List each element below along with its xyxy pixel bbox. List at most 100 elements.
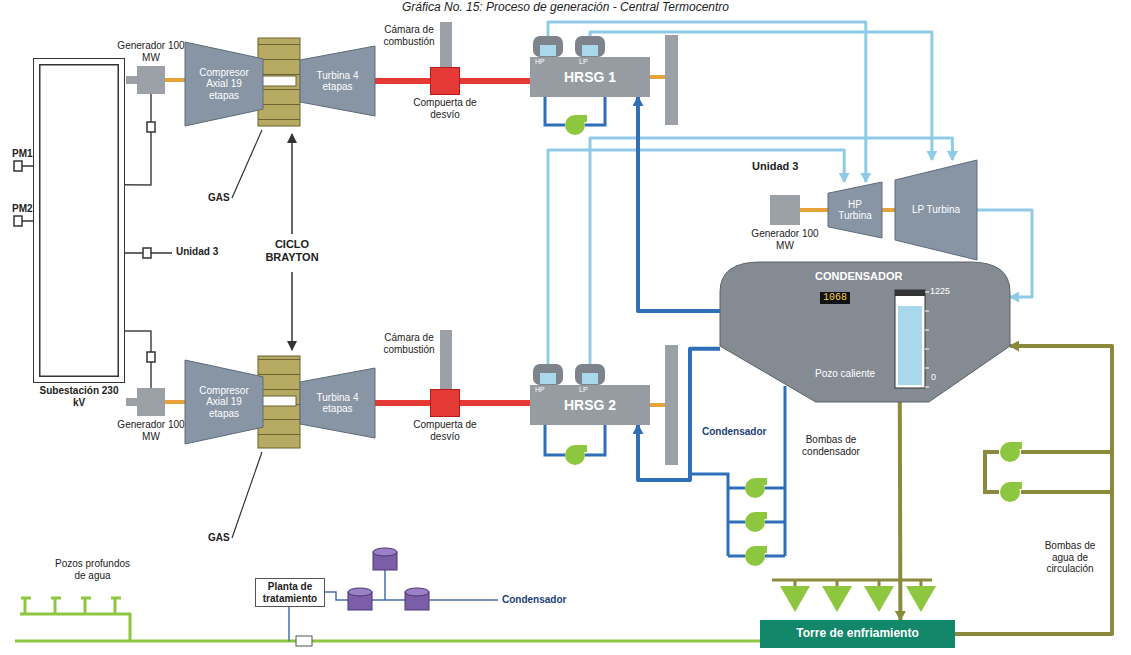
steam-drum bbox=[582, 373, 598, 384]
pressure-tag: LP bbox=[579, 386, 588, 394]
combustor-rings bbox=[262, 76, 296, 86]
shaft bbox=[165, 80, 186, 402]
generator-stub bbox=[126, 76, 137, 84]
hrsg-stack bbox=[650, 75, 665, 79]
hrsg-stack bbox=[665, 345, 678, 465]
node-text: Compresor Axial 19 etapas bbox=[192, 67, 256, 102]
brayton-arrow bbox=[291, 272, 293, 350]
wells-label: Pozos profundos de agua bbox=[50, 558, 135, 581]
condensate-piping bbox=[690, 386, 785, 556]
cooling-water-line bbox=[898, 402, 903, 620]
pump bbox=[755, 512, 767, 519]
gauge-cap bbox=[895, 290, 925, 296]
tower-distribution bbox=[772, 580, 932, 586]
condenser-title: CONDENSADOR bbox=[815, 270, 902, 283]
tower-distribution bbox=[822, 586, 852, 612]
unit-label: Unidad 3 bbox=[752, 160, 798, 173]
tower-distribution bbox=[772, 580, 936, 612]
generator-stub bbox=[126, 76, 137, 406]
substation-feeders bbox=[22, 165, 33, 167]
substation-feeders bbox=[22, 220, 33, 222]
compressor-shape: Compresor Axial 19 etapas bbox=[185, 360, 263, 444]
combustor-label: Cámara de combustión bbox=[380, 24, 438, 47]
pump bbox=[755, 478, 767, 485]
steam-drum bbox=[575, 36, 605, 57]
fuel-label: GAS bbox=[208, 532, 230, 544]
trapezoid bbox=[300, 46, 375, 116]
hrsg-box: HRSG 2 bbox=[530, 385, 650, 425]
level-display: 1068 bbox=[820, 292, 850, 304]
cooling-water-line bbox=[955, 346, 1112, 634]
storage-tank bbox=[405, 588, 429, 596]
brayton-arrow bbox=[291, 134, 293, 234]
level-gauge bbox=[895, 290, 925, 388]
node-text: LP Turbina bbox=[912, 204, 960, 216]
pump-label: Bombas de condensador bbox=[795, 434, 867, 457]
combustor-rings bbox=[258, 38, 300, 126]
tower-distribution bbox=[906, 586, 936, 612]
steam-drum bbox=[582, 45, 598, 56]
node-text: Turbina 4 etapas bbox=[312, 392, 364, 415]
gauge-max: 1225 bbox=[930, 286, 950, 296]
exhaust-duct bbox=[460, 78, 530, 84]
exhaust-duct bbox=[460, 400, 530, 406]
trapezoid bbox=[895, 160, 977, 260]
bypass-damper: Compuerta de desvío bbox=[430, 67, 460, 95]
feeder-label: Unidad 3 bbox=[176, 246, 218, 258]
level-fill bbox=[898, 306, 922, 385]
node-text: Generador 100 MW bbox=[116, 40, 186, 63]
hrsg-box: HRSG 1 bbox=[530, 57, 650, 97]
node-text: HP Turbina bbox=[833, 199, 877, 222]
hrsg-stack bbox=[650, 35, 678, 465]
water-supply bbox=[20, 598, 130, 641]
breaker-symbol bbox=[147, 352, 155, 362]
tower-distribution bbox=[780, 586, 810, 612]
gauge-tick bbox=[925, 330, 929, 331]
breaker-symbol bbox=[147, 122, 155, 362]
drum-circulation bbox=[545, 97, 605, 125]
gauge-tick bbox=[925, 368, 929, 369]
pipe-label: Condensador bbox=[502, 594, 566, 606]
trapezoid bbox=[185, 360, 263, 444]
shaft bbox=[165, 400, 186, 404]
gauge-tick bbox=[925, 311, 929, 312]
feeder-line bbox=[125, 94, 151, 185]
pump bbox=[565, 115, 1022, 566]
drum-circulation bbox=[545, 425, 605, 455]
node-text: Compresor Axial 19 etapas bbox=[192, 385, 256, 420]
node-text: Compuerta de desvío bbox=[409, 97, 481, 120]
figure-title: Gráfica No. 15: Proceso de generación - … bbox=[0, 1, 1131, 15]
node-text: Planta de tratamiento bbox=[259, 581, 321, 604]
pump bbox=[575, 115, 587, 122]
turbine-shape: Turbina 4 etapas bbox=[300, 46, 375, 116]
generator-stub bbox=[126, 398, 137, 406]
cycle-label: CICLO BRAYTON bbox=[257, 238, 327, 263]
treatment-plant-box: Planta de tratamiento bbox=[255, 578, 325, 607]
pressure-tag: LP bbox=[579, 58, 588, 66]
pressure-tag: HP bbox=[535, 386, 545, 394]
node-text: Turbina 4 etapas bbox=[312, 70, 364, 93]
turbine-shape: Turbina 4 etapas bbox=[300, 368, 375, 438]
node-text: HRSG 2 bbox=[564, 397, 616, 413]
combustor-rings bbox=[262, 396, 296, 406]
trapezoid bbox=[185, 42, 263, 126]
water-supply bbox=[15, 640, 760, 643]
tower-distribution bbox=[864, 586, 894, 612]
breaker-label: PM1 bbox=[12, 148, 33, 160]
trapezoid bbox=[300, 368, 375, 438]
pressure-tag: HP bbox=[535, 58, 545, 66]
node-text: Subestación 230 kV bbox=[34, 385, 124, 408]
substation-feeders bbox=[14, 216, 22, 226]
steam-drum bbox=[540, 373, 556, 384]
hotwell-label: Pozo caliente bbox=[815, 368, 875, 380]
substation-feeders bbox=[143, 248, 151, 258]
generator-box: Generador 100 MW bbox=[770, 195, 800, 225]
node-text: Generador 100 MW bbox=[750, 228, 820, 251]
cooling-tower-box: Torre de enfriamiento bbox=[760, 620, 955, 648]
fuel-label: GAS bbox=[208, 192, 230, 204]
gauge-tick bbox=[925, 387, 929, 388]
shaft-line bbox=[800, 208, 828, 212]
storage-tank bbox=[348, 548, 429, 610]
node-text: HRSG 1 bbox=[564, 69, 616, 85]
